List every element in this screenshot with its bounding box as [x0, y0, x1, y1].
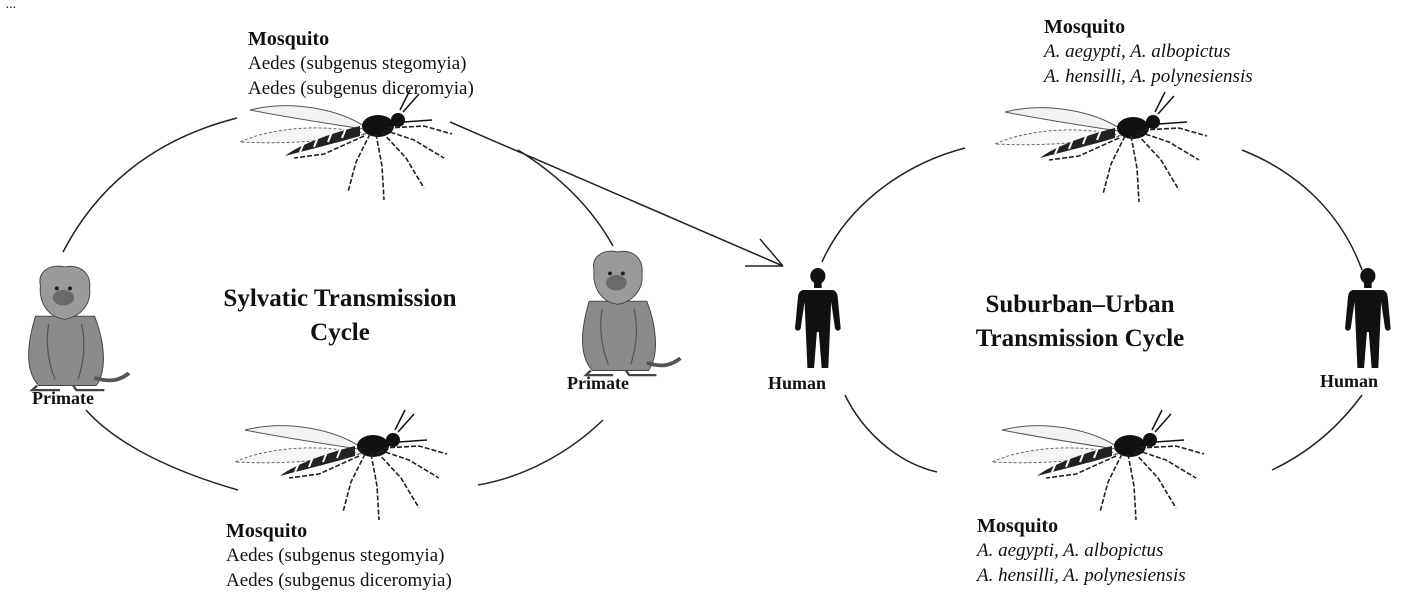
spillover-arrow	[450, 122, 783, 266]
species-name: A. hensilli, A. polynesiensis	[977, 563, 1186, 588]
species-name: Aedes (subgenus diceromyia)	[226, 568, 452, 593]
human-label: Human	[768, 373, 826, 394]
human-silhouette-icon	[795, 268, 841, 368]
mosquito-icon	[995, 92, 1207, 202]
mosquito-heading: Mosquito	[248, 28, 474, 51]
mosquito-heading: Mosquito	[977, 515, 1186, 538]
mosquito-icon	[235, 410, 447, 520]
mosquito-icon	[240, 90, 452, 200]
top-strip-text: ...	[6, 0, 17, 12]
species-name: A. aegypti, A. albopictus	[1044, 39, 1253, 64]
sylvatic-top-mosquito-label: Mosquito Aedes (subgenus stegomyia) Aede…	[248, 28, 474, 101]
sylvatic-cycle-title: Sylvatic Transmission Cycle	[160, 282, 520, 350]
mosquito-heading: Mosquito	[1044, 16, 1253, 39]
primate-label: Primate	[32, 388, 94, 409]
species-name: Aedes (subgenus stegomyia)	[248, 51, 474, 76]
urban-top-mosquito-label: Mosquito A. aegypti, A. albopictus A. he…	[1044, 16, 1253, 89]
cycle-title-line: Transmission Cycle	[930, 322, 1230, 356]
monkey-icon	[582, 251, 680, 375]
species-name: Aedes (subgenus stegomyia)	[226, 543, 452, 568]
urban-bottom-mosquito-label: Mosquito A. aegypti, A. albopictus A. he…	[977, 515, 1186, 588]
urban-cycle-title: Suburban–Urban Transmission Cycle	[930, 288, 1230, 356]
species-name: A. hensilli, A. polynesiensis	[1044, 64, 1253, 89]
human-label: Human	[1320, 371, 1378, 392]
species-name: A. aegypti, A. albopictus	[977, 538, 1186, 563]
species-name: Aedes (subgenus diceromyia)	[248, 76, 474, 101]
human-silhouette-icon	[1345, 268, 1391, 368]
primate-label: Primate	[567, 373, 629, 394]
cycle-title-line: Suburban–Urban	[930, 288, 1230, 322]
sylvatic-bottom-mosquito-label: Mosquito Aedes (subgenus stegomyia) Aede…	[226, 520, 452, 593]
mosquito-icon	[992, 410, 1204, 520]
mosquito-heading: Mosquito	[226, 520, 452, 543]
monkey-icon	[29, 266, 129, 390]
cycle-title-line: Sylvatic Transmission	[160, 282, 520, 316]
cycle-title-line: Cycle	[160, 316, 520, 350]
